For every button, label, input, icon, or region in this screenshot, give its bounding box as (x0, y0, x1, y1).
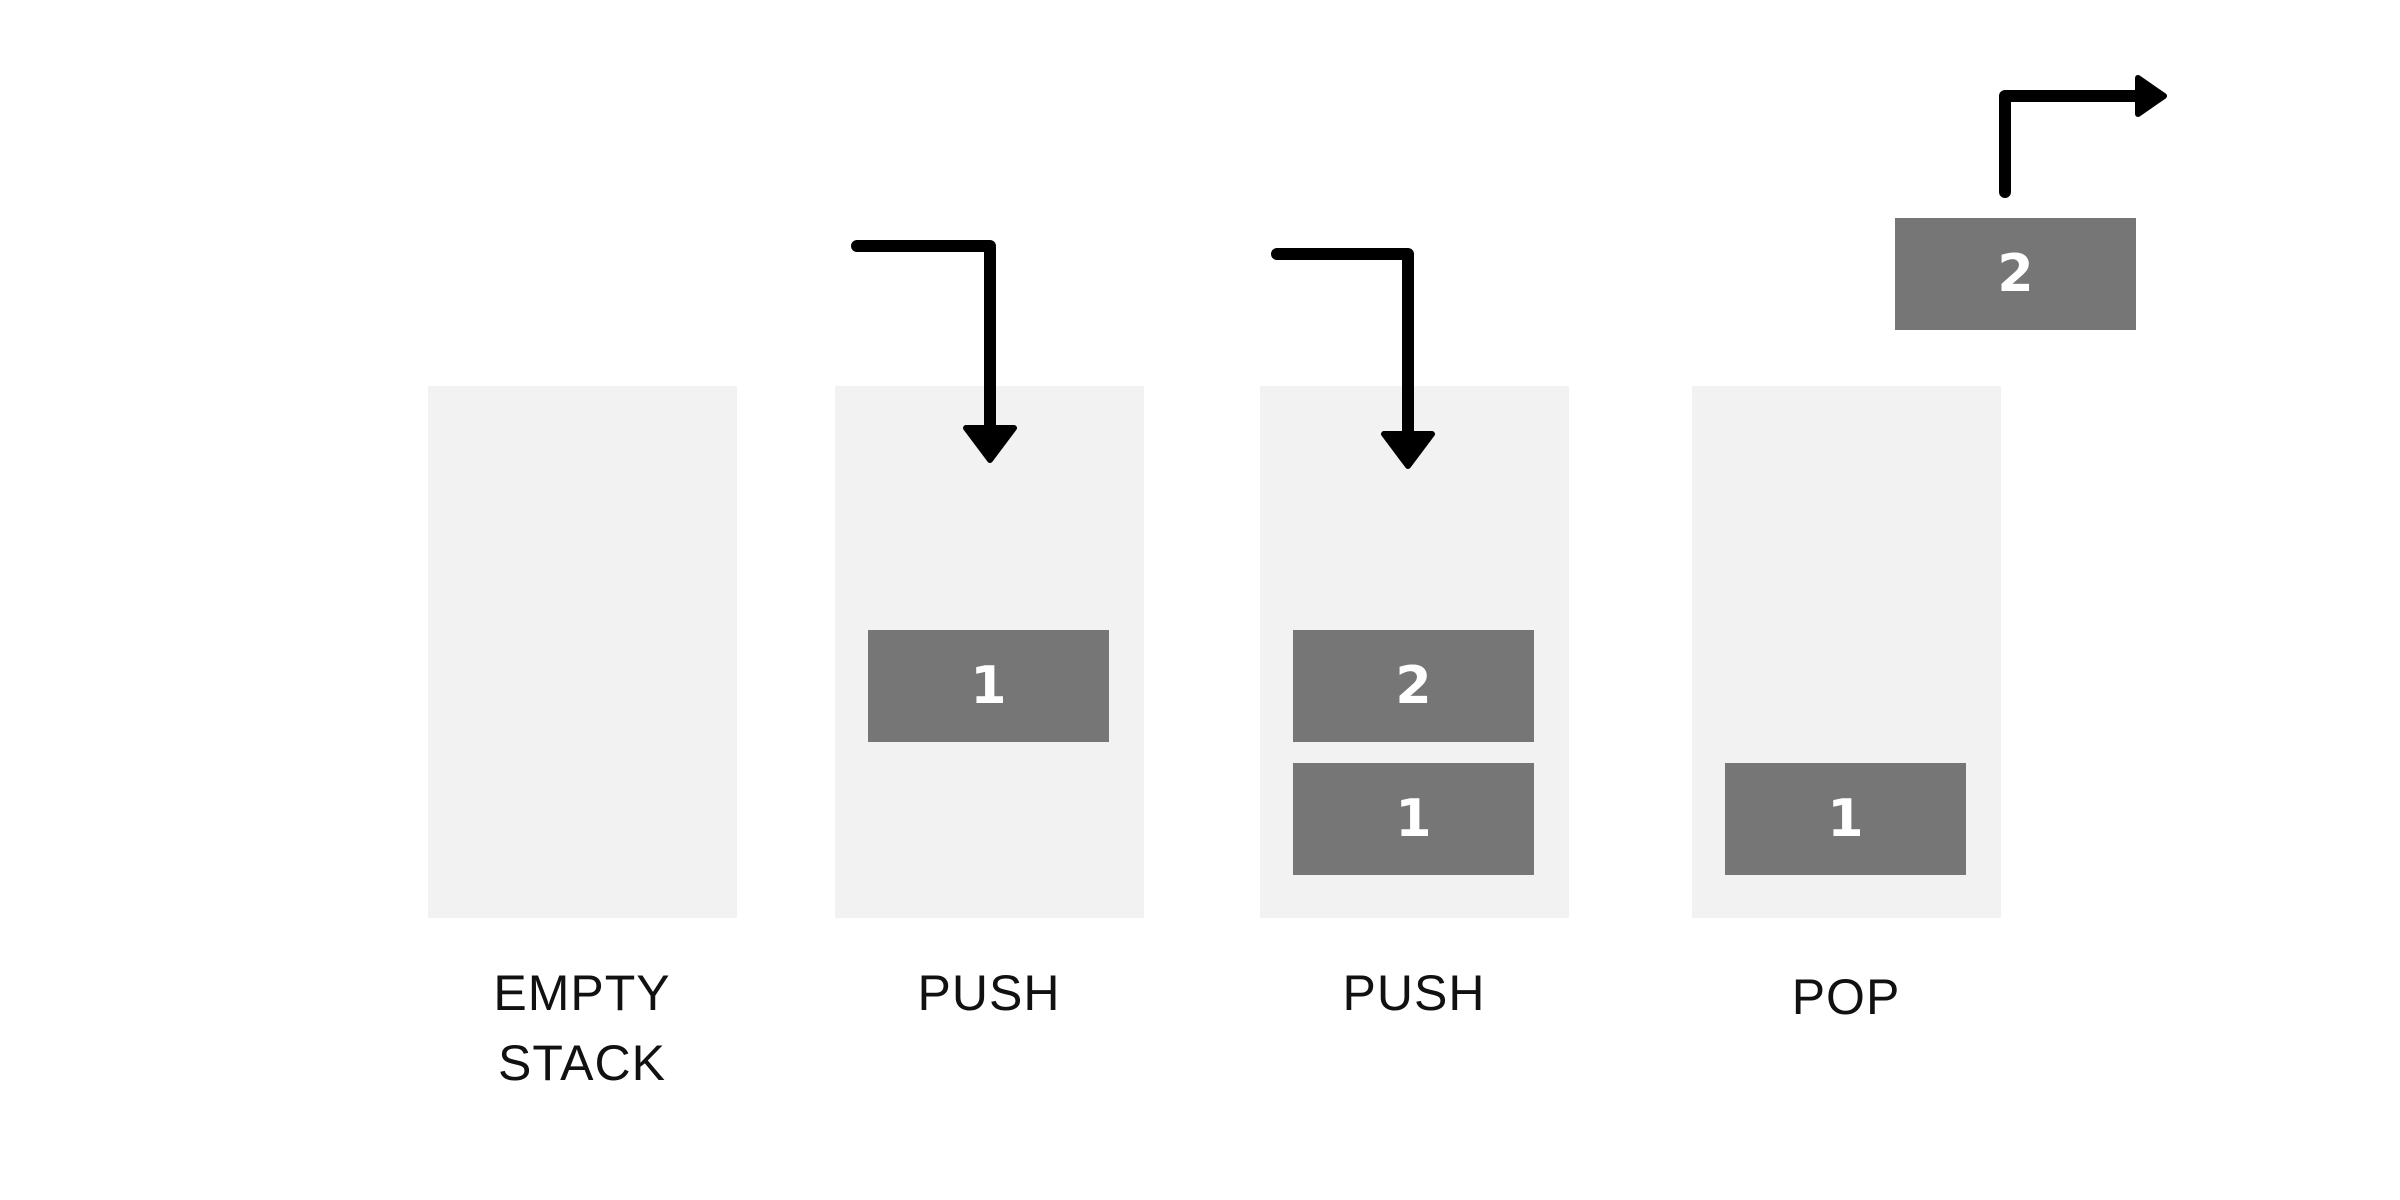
pop-arrow-right-icon (1999, 75, 2167, 198)
stack-block-bottom: 1 (1293, 763, 1534, 875)
label-pop: POP (1646, 962, 2046, 1032)
stack-block: 1 (1725, 763, 1966, 875)
label-push-2: PUSH (1214, 958, 1614, 1028)
popped-block: 2 (1895, 218, 2136, 330)
stack-block-top: 2 (1293, 630, 1534, 742)
stack-block: 1 (868, 630, 1109, 742)
label-push-1-text: PUSH (917, 965, 1061, 1021)
label-pop-text: POP (1791, 969, 1901, 1025)
label-empty-stack-line2: STACK (498, 1035, 666, 1091)
stack-push-1: 1 (835, 386, 1144, 918)
push-arrow-down-icon (1271, 248, 1435, 469)
label-empty-stack-line1: EMPTY (493, 965, 671, 1021)
stack-empty (428, 386, 737, 918)
label-push-1: PUSH (789, 958, 1189, 1028)
label-empty-stack: EMPTY STACK (382, 958, 782, 1098)
push-arrow-down-icon (851, 240, 1017, 463)
label-push-2-text: PUSH (1342, 965, 1486, 1021)
stack-pop: 1 (1692, 386, 2001, 918)
stack-push-2: 2 1 (1260, 386, 1569, 918)
